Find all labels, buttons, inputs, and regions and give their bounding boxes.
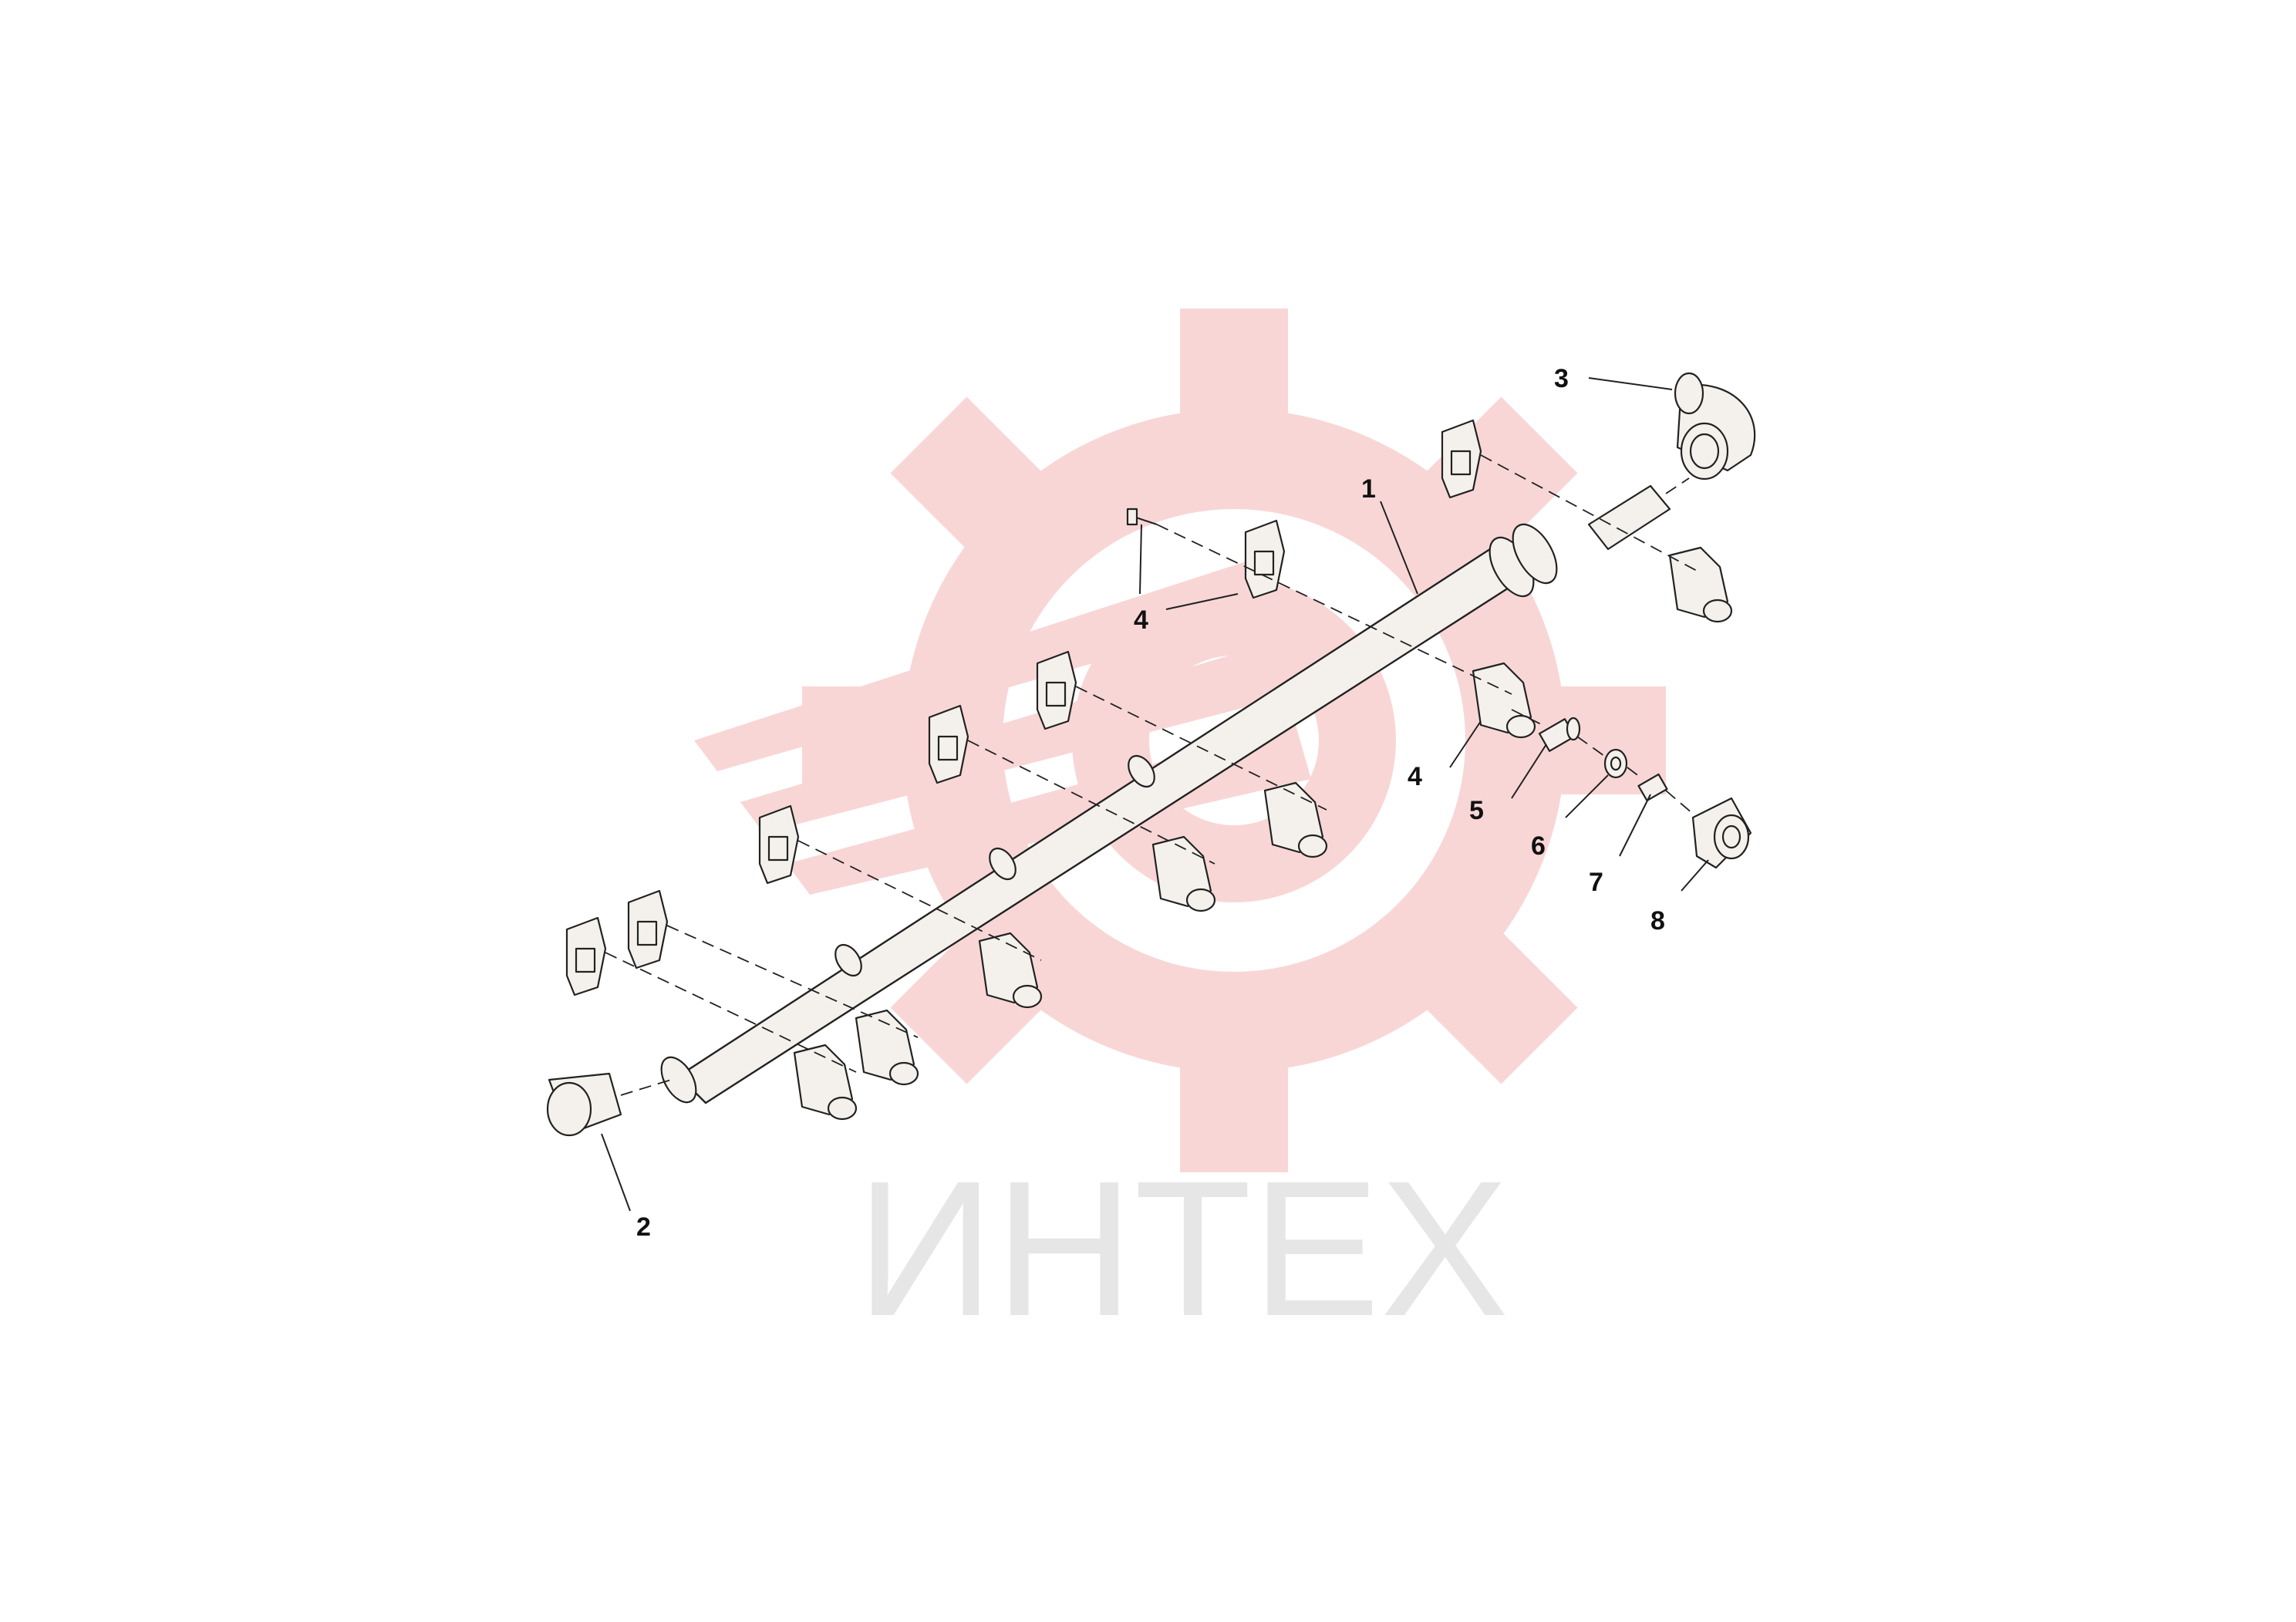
nozzle-tip — [1637, 773, 1668, 802]
callout-3: 3 — [1554, 364, 1569, 393]
nozzle-exploded-parts — [1511, 709, 1752, 869]
washer — [1603, 748, 1628, 779]
nozzle-body — [1472, 662, 1536, 739]
callout-6: 6 — [1531, 831, 1546, 861]
callout-5: 5 — [1469, 796, 1484, 825]
pipe-clip — [928, 704, 969, 784]
callout-4-lower: 4 — [1408, 762, 1422, 791]
pipe-clip — [565, 916, 607, 996]
callout-8: 8 — [1650, 906, 1665, 936]
pipe-clip — [1441, 419, 1482, 499]
pipe-clip — [1244, 519, 1286, 599]
bolt — [1126, 508, 1158, 526]
pipe-clip — [758, 804, 800, 885]
watermark-text: ИНТЕХ — [856, 1141, 1509, 1356]
spray-pipe — [660, 484, 1671, 1104]
callout-7: 7 — [1589, 868, 1603, 897]
pipe-clip — [627, 889, 669, 969]
nozzle-insert — [1538, 717, 1581, 752]
nozzle-cap — [1691, 797, 1752, 869]
assembly-axes — [605, 454, 1698, 1073]
nozzle-body — [1668, 546, 1733, 623]
elbow-fitting — [1665, 372, 1756, 494]
nozzle-body — [978, 932, 1043, 1009]
callout-2: 2 — [636, 1212, 651, 1242]
clip-row — [565, 419, 1482, 996]
nozzle-row — [793, 546, 1733, 1121]
nozzle-body — [793, 1044, 858, 1121]
end-cap — [546, 1072, 672, 1137]
gear-logo-icon — [694, 309, 1666, 1172]
callout-leaders — [601, 377, 1709, 1212]
nozzle-body — [855, 1009, 919, 1086]
callout-1: 1 — [1361, 474, 1376, 504]
callout-4-upper: 4 — [1134, 605, 1148, 635]
pipe-clip — [1036, 650, 1077, 730]
